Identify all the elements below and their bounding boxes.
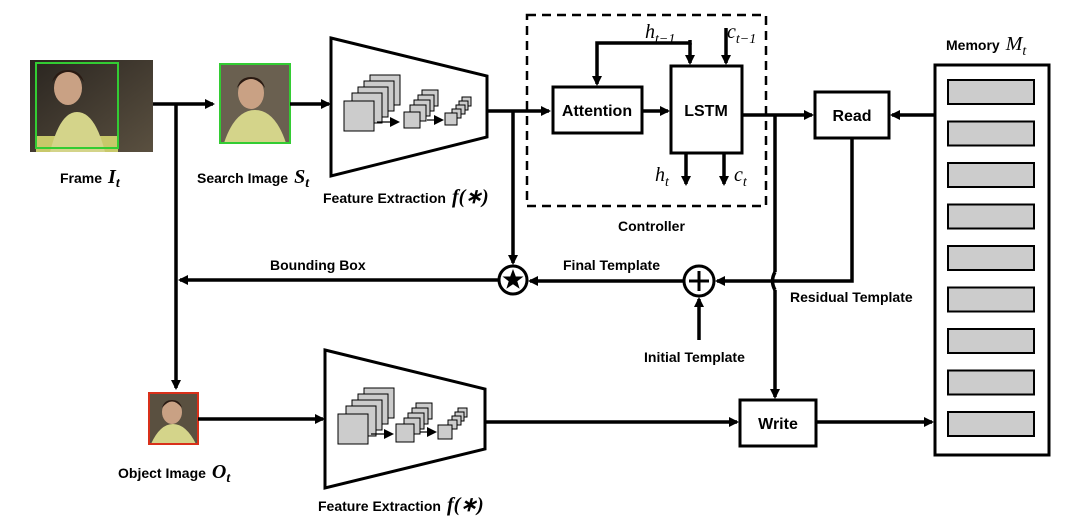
- read-label: Read: [832, 108, 871, 125]
- controller-label: Controller: [618, 218, 685, 234]
- memory-slot: [947, 328, 1035, 354]
- memory-slot: [947, 286, 1035, 313]
- connections: [153, 28, 935, 427]
- memory-slot: [947, 120, 1035, 147]
- write-label: Write: [758, 416, 798, 433]
- attention-label: Attention: [562, 103, 632, 120]
- final-template-label: Final Template: [563, 257, 660, 273]
- feature-extractor-top: [329, 36, 489, 178]
- memory-slot: [947, 203, 1035, 230]
- initial-template-label: Initial Template: [644, 349, 745, 365]
- object-image: [148, 392, 199, 445]
- feature-cubes-bottom: [337, 387, 468, 445]
- read-box: [813, 90, 891, 140]
- correlation-operator-icon: [497, 264, 529, 296]
- frame-image: [30, 60, 153, 152]
- attention-box: [551, 85, 644, 135]
- c-prev-label: ct−1: [727, 21, 756, 47]
- memory-slots: [947, 79, 1035, 437]
- lstm-box: [669, 64, 744, 155]
- memory-slot: [947, 411, 1035, 437]
- search-image: [219, 63, 291, 144]
- residual-template-label: Residual Template: [790, 289, 913, 305]
- h-out-label: ht: [655, 164, 670, 190]
- bounding-box-label: Bounding Box: [270, 257, 366, 273]
- addition-operator-icon: [682, 264, 716, 298]
- controller-box: [525, 13, 768, 208]
- lstm-label: LSTM: [684, 103, 728, 120]
- feature-cubes-top: [343, 74, 472, 132]
- memory-slot: [947, 245, 1035, 271]
- c-out-label: ct: [734, 164, 748, 190]
- memory-slot: [947, 162, 1035, 188]
- memory-slot: [947, 369, 1035, 396]
- memory-slot: [947, 79, 1035, 105]
